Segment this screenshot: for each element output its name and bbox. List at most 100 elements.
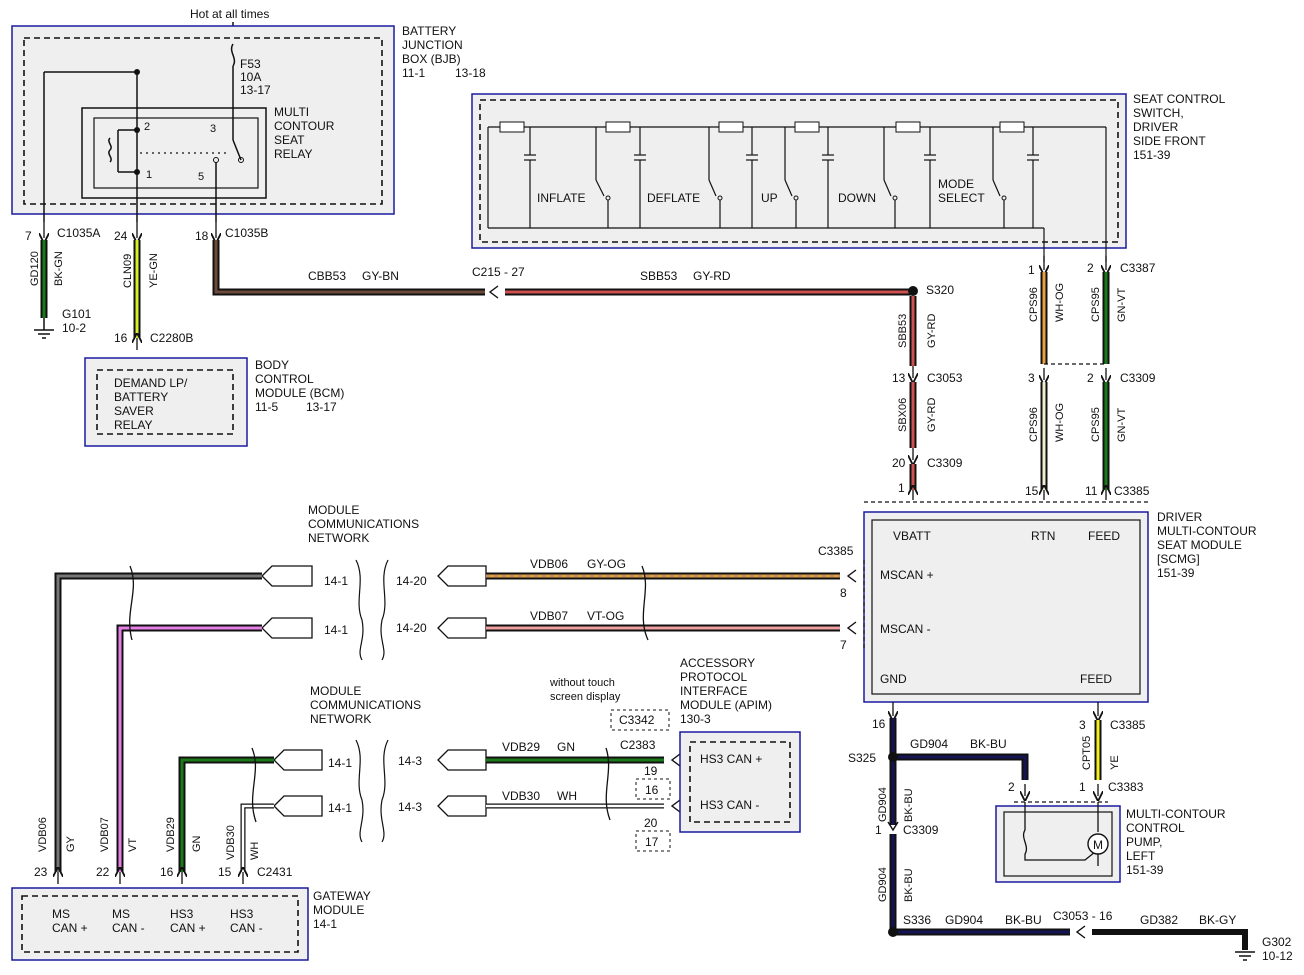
gd904-v1-color: BK-BU (903, 788, 915, 822)
relay-title-4: RELAY (274, 147, 312, 161)
c2431-pin-16: 16 (160, 865, 174, 879)
gw-vdb30-color: WH (249, 842, 261, 860)
vdb30-left-connector-icon (273, 795, 323, 817)
c3387-label: C3387 (1120, 261, 1156, 275)
pump-motor-label: M (1093, 838, 1103, 852)
switch-title-1: SEAT CONTROL (1133, 92, 1226, 106)
gd904-bottom-color: BK-BU (1005, 913, 1042, 927)
c2280b-label: C2280B (150, 331, 193, 345)
c3342-label: C3342 (619, 713, 655, 727)
relay-pin-3: 3 (210, 123, 216, 135)
gw-hs3-can-minus-1: HS3 (230, 907, 254, 921)
c3385-pin-11: 11 (1085, 484, 1098, 498)
pump-module: 3 C3385 CPT05 YE 1 C3383 2 M MULTI-CONTO… (995, 702, 1226, 883)
g302-label: G302 (1262, 935, 1292, 949)
bcm-inner-3: SAVER (114, 404, 154, 418)
bcm-ref-1: 11-5 (255, 400, 278, 414)
c3309-label-vbatt: C3309 (927, 456, 963, 470)
switch-deflate: DEFLATE (647, 191, 700, 205)
gw-title-1: GATEWAY (313, 889, 371, 903)
gw-hs3-can-plus-1: HS3 (170, 907, 194, 921)
apim-title-1: ACCESSORY (680, 656, 755, 670)
scmg-title-3: SEAT MODULE (1157, 538, 1242, 552)
sbb53-vertical-label: SBB53 (897, 314, 909, 348)
scmg-ref: 151-39 (1157, 566, 1195, 580)
gw-vdb06-label: VDB06 (37, 817, 49, 852)
cpt05-color: YE (1109, 755, 1121, 770)
hs3-network-2: COMMUNICATIONS (310, 698, 421, 712)
c2383-pin-17: 17 (645, 835, 659, 849)
scmg-rtn: RTN (1031, 529, 1055, 543)
fuse-symbol (230, 43, 236, 67)
hs3-ref-14-3-b: 14-3 (398, 800, 422, 814)
c2431-pin-22: 22 (96, 865, 110, 879)
bcm-title-2: CONTROL (255, 372, 314, 386)
bjb-title-2: JUNCTION (402, 38, 463, 52)
vdb29-gateway-wire (180, 758, 274, 872)
gw-title-2: MODULE (313, 903, 364, 917)
bjb-title-3: BOX (BJB) (402, 52, 461, 66)
vdb29-right-color: GN (557, 740, 575, 754)
ground-wires: 16 S325 GD904 BK-BU GD904 BK-BU 1 C3309 … (848, 702, 1293, 963)
fuse-rating: 10A (240, 70, 261, 84)
c2383-pin-20: 20 (644, 816, 658, 830)
scmg-title-2: MULTI-CONTOUR (1157, 524, 1257, 538)
vbatt-wires: SBB53 GY-RD 13 C3053 SBX06 GY-RD 20 C330… (892, 296, 963, 500)
vdb07-right-connector-icon (437, 617, 487, 639)
cln09-label: CLN09 (122, 254, 134, 288)
gw-ms-can-plus-2: CAN + (52, 921, 88, 935)
vdb07-right-label: VDB07 (530, 609, 568, 623)
relay-title-1: MULTI (274, 105, 309, 119)
hs3-network-1: MODULE (310, 684, 361, 698)
cps95-upper-color: GN-VT (1116, 288, 1128, 323)
bcm-title-3: MODULE (BCM) (255, 386, 344, 400)
switch-wires: 1 2 C3387 CPS96 WH-OG CPS95 GN-VT 3 2 C3… (1025, 256, 1156, 500)
apim-note-1: without touch (549, 677, 615, 689)
s336-label: S336 (903, 913, 931, 927)
sbx06-color: GY-RD (926, 398, 938, 432)
vdb29-right-label: VDB29 (502, 740, 540, 754)
gw-vdb29-label: VDB29 (165, 817, 177, 852)
gd904-pump-color: BK-BU (970, 737, 1007, 751)
pump-title-3: PUMP, (1126, 835, 1162, 849)
c3387-pin-2: 2 (1087, 261, 1094, 275)
c2431-label: C2431 (257, 865, 293, 879)
relay-coil (108, 137, 112, 163)
fuse-name: F53 (240, 57, 261, 71)
gd120-label: GD120 (29, 251, 41, 286)
vdb06-right-color: GY-OG (587, 557, 626, 571)
c3309-label-upper: C3309 (1120, 371, 1156, 385)
pump-title-1: MULTI-CONTOUR (1126, 807, 1226, 821)
resistor-ladder (499, 121, 1025, 133)
hs3-ref-14-3-a: 14-3 (398, 754, 422, 768)
c3053-pin-13: 13 (892, 371, 906, 385)
mscan-twist-left (129, 565, 134, 641)
mscan-twist-right (641, 565, 649, 641)
g302-ref: 10-12 (1262, 949, 1293, 963)
relay-title-2: CONTOUR (274, 119, 335, 133)
mscan-ref-14-1-b: 14-1 (324, 623, 348, 637)
scmg-mscan-minus: MSCAN - (880, 622, 931, 636)
bcm-inner-2: BATTERY (114, 390, 168, 404)
body-control-module: DEMAND LP/ BATTERY SAVER RELAY BODY CONT… (84, 357, 344, 447)
scmg-mscan-plus: MSCAN + (880, 568, 934, 582)
vdb30-right-connector-icon (437, 795, 487, 817)
bjb-ref-2: 13-18 (455, 66, 486, 80)
gd904-pump-label: GD904 (910, 737, 948, 751)
c3309-pin-1: 1 (875, 823, 882, 837)
c1035b-pin: 18 (195, 229, 209, 243)
mscan-ref-14-20-a: 14-20 (396, 574, 427, 588)
hs3-network-3: NETWORK (310, 712, 371, 726)
c3309-pin-20: 20 (892, 456, 906, 470)
mscan-wires: MODULE COMMUNICATIONS NETWORK VDB06 GY-O… (54, 503, 857, 872)
switch-border (471, 93, 1127, 249)
vdb30-gateway-wire (241, 804, 274, 872)
switch-title-3: DRIVER (1133, 120, 1179, 134)
gd904-v2-label: GD904 (877, 867, 889, 902)
vdb29-right-connector-icon (437, 749, 487, 771)
scmg-title-1: DRIVER (1157, 510, 1203, 524)
gateway-border (11, 887, 309, 961)
mscan-network-2: COMMUNICATIONS (308, 517, 419, 531)
vdb06-right-connector-icon (437, 565, 487, 587)
cps96-lower-label: CPS96 (1028, 407, 1040, 442)
